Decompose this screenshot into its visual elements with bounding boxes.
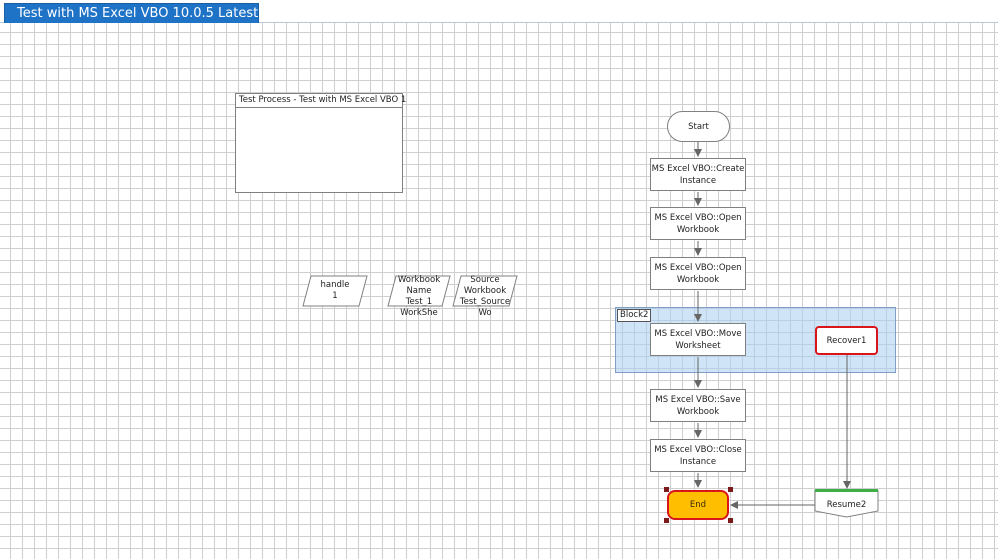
stage-save-workbook[interactable]: MS Excel VBO::Save Workbook (650, 389, 746, 422)
stage-open-workbook-1[interactable]: MS Excel VBO::Open Workbook (650, 207, 746, 240)
stage-start[interactable]: Start (667, 111, 730, 142)
data-item-workbook-name[interactable]: Workbook Name Test_1 WorkShe (387, 275, 451, 318)
diagram-canvas[interactable] (0, 23, 998, 559)
selection-handle-bottom-right[interactable] (728, 518, 733, 523)
tab-process[interactable]: Test with MS Excel VBO 10.0.5 Latest (4, 3, 259, 23)
stage-resume-label: Resume2 (826, 500, 867, 510)
data-item-source-workbook[interactable]: Source Workbook Test_Source Wo (452, 275, 518, 318)
stage-end[interactable]: End (667, 490, 729, 520)
selection-handle-bottom-left[interactable] (664, 518, 669, 523)
stage-close-instance[interactable]: MS Excel VBO::Close Instance (650, 439, 746, 472)
stage-open-workbook-2[interactable]: MS Excel VBO::Open Workbook (650, 257, 746, 290)
stage-recover[interactable]: Recover1 (815, 326, 878, 355)
tab-bar: Test with MS Excel VBO 10.0.5 Latest (0, 0, 998, 23)
note-title: Test Process - Test with MS Excel VBO 1 (236, 94, 406, 108)
data-item-workbook-name-line1: Workbook (397, 275, 441, 285)
process-note[interactable]: Test Process - Test with MS Excel VBO 1 (235, 93, 406, 193)
data-item-source-workbook-value: Test_Source Wo (459, 297, 511, 318)
data-item-handle[interactable]: handle 1 (302, 275, 368, 307)
selection-handle-top-right[interactable] (728, 487, 733, 492)
stage-resume[interactable]: Resume2 (814, 489, 879, 518)
selection-handle-top-left[interactable] (664, 487, 669, 492)
data-item-workbook-name-line2: Name (406, 286, 432, 296)
data-item-source-workbook-line2: Workbook (463, 286, 507, 296)
stage-move-worksheet[interactable]: MS Excel VBO::Move Worksheet (650, 323, 746, 356)
stage-create-instance[interactable]: MS Excel VBO::Create Instance (650, 158, 746, 191)
data-item-handle-value: 1 (332, 291, 338, 301)
data-item-source-workbook-line1: Source (470, 275, 500, 285)
data-item-workbook-name-value: Test_1 WorkShe (400, 297, 438, 318)
block-label: Block2 (617, 309, 652, 322)
data-item-handle-name: handle (320, 280, 350, 290)
